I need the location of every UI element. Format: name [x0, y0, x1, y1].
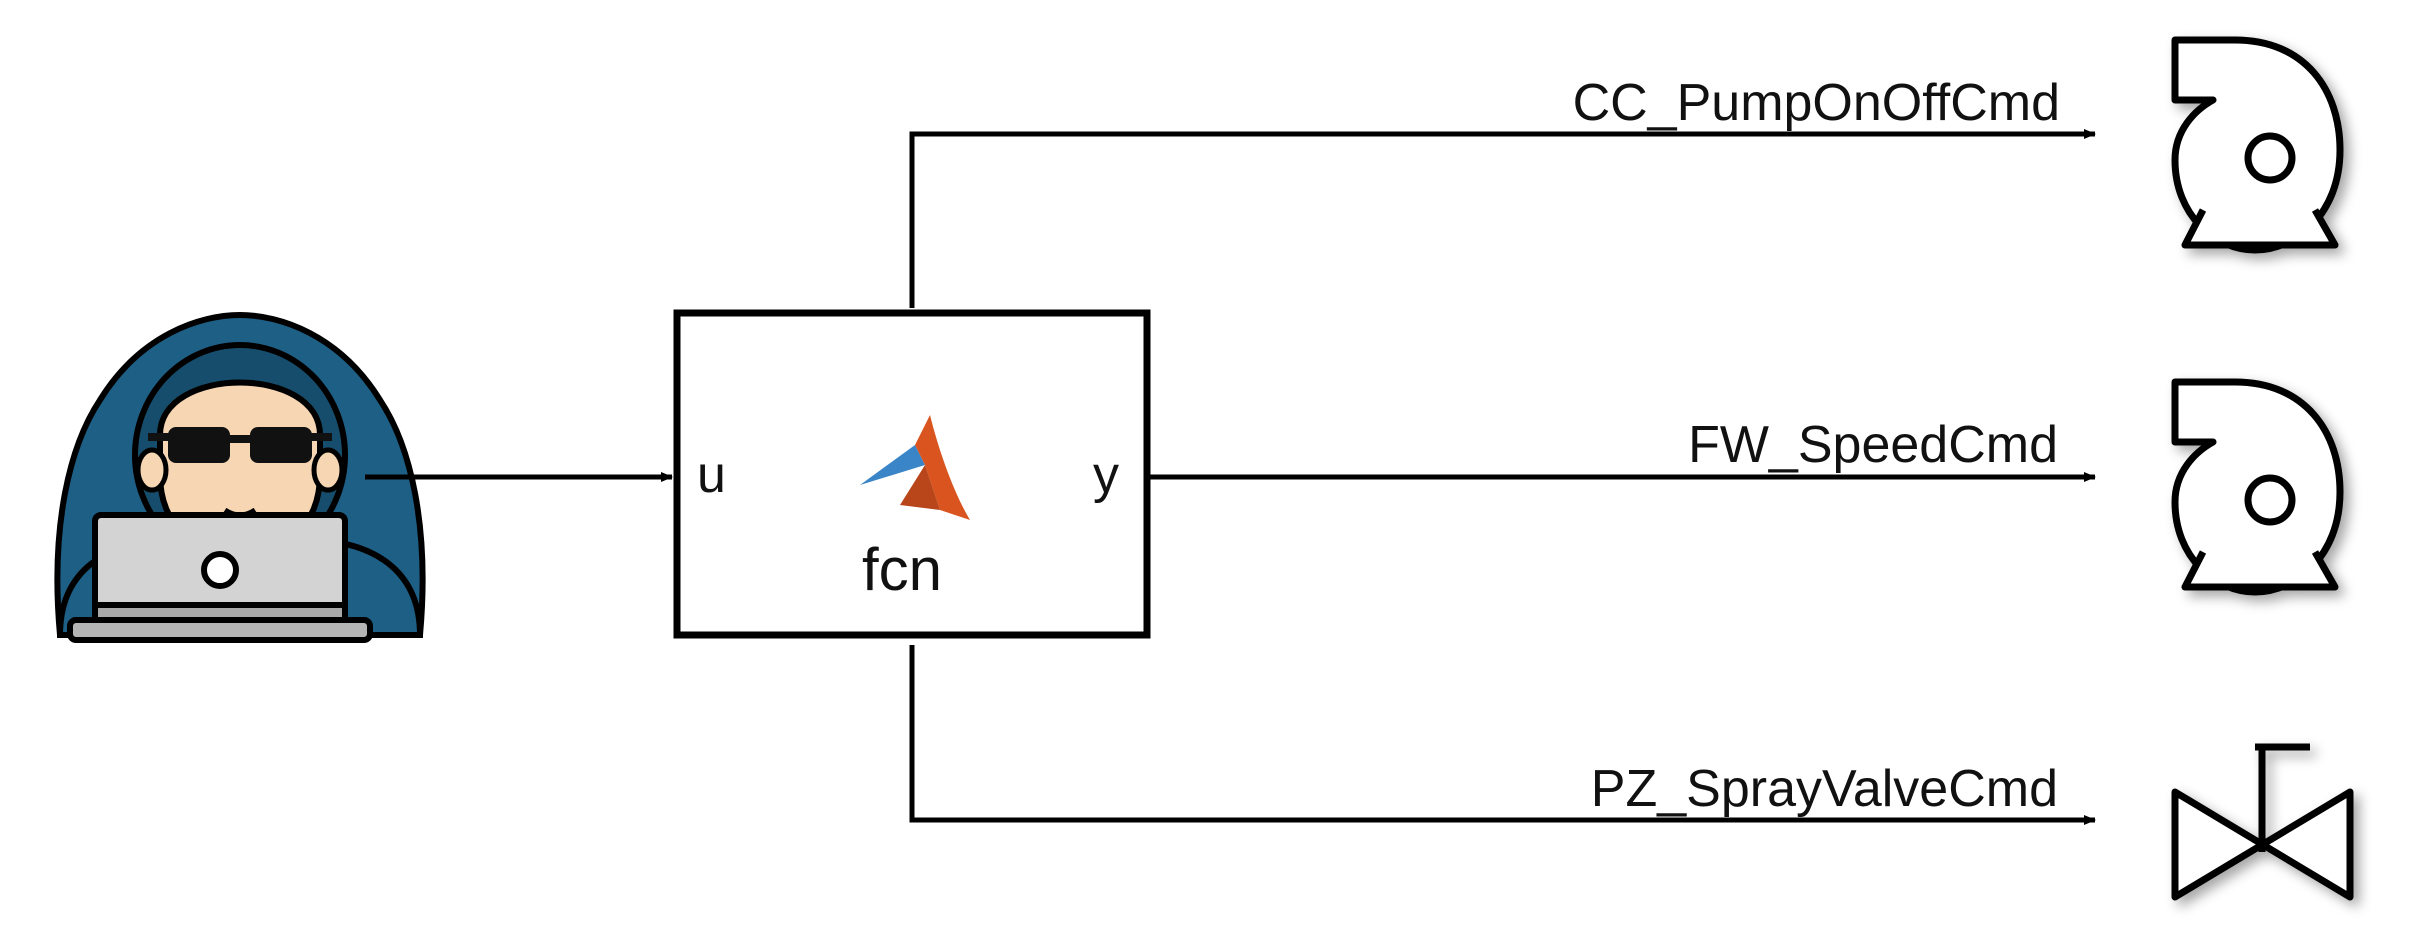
- signal-label-cc-pump: CC_PumpOnOffCmd: [1573, 74, 2060, 132]
- block-name: fcn: [862, 536, 942, 603]
- signal-line-pz-valve: [909, 645, 2096, 825]
- matlab-logo-icon: [860, 415, 970, 520]
- signal-label-pz-valve: PZ_SprayValveCmd: [1591, 760, 2058, 818]
- input-port-label: u: [697, 446, 726, 504]
- output-port-label: y: [1093, 446, 1119, 504]
- pump-icon: [2171, 36, 2344, 254]
- pump-icon: [2171, 378, 2344, 596]
- signal-line-cc-pump: [909, 129, 2096, 308]
- signal-label-fw-speed: FW_SpeedCmd: [1688, 416, 2058, 474]
- hacker-icon: [54, 311, 426, 643]
- fcn-block[interactable]: u y fcn: [673, 309, 1151, 639]
- valve-icon: [2171, 743, 2354, 901]
